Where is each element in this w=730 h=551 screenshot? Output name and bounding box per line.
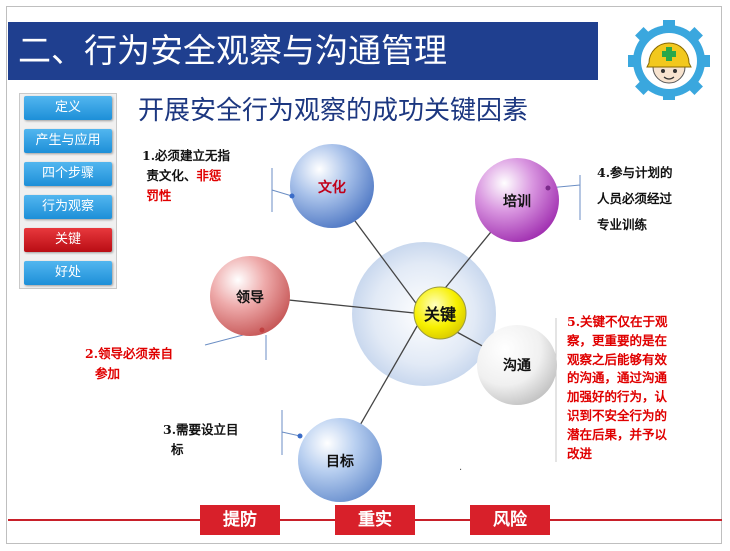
- label-culture: 文化: [318, 179, 346, 196]
- dot-leadership: [259, 327, 265, 333]
- annotation-1: 1.必须建立无指 责文化、非惩 罚性: [142, 146, 230, 206]
- annotation-5-line5: 加强好的行为，认: [567, 389, 668, 405]
- annotation-5-line1: 5.关键不仅在于观: [567, 314, 668, 329]
- annotation-5-line6: 识到不安全行为的: [567, 407, 668, 423]
- nav-item-key[interactable]: 关键: [24, 228, 112, 252]
- footer-button-emphasize[interactable]: 重实: [335, 505, 415, 535]
- annotation-1-line2: 责文化、非惩: [142, 166, 230, 186]
- node-goal: [298, 418, 382, 502]
- annotation-4-line2: 人员必须经过: [597, 191, 673, 206]
- node-culture: [290, 144, 374, 228]
- nav-item-definition[interactable]: 定义: [24, 96, 112, 120]
- annotation-5-line4: 的沟通，通过沟通: [567, 370, 668, 386]
- dot-culture: [289, 193, 295, 199]
- page-title: 二、行为安全观察与沟通管理: [8, 22, 598, 80]
- label-leadership: 领导: [236, 289, 264, 306]
- footer-button-risk[interactable]: 风险: [470, 505, 550, 535]
- annotation-5-line7: 潜在后果，并予以: [567, 426, 668, 442]
- annotation-1-line2b: 非惩: [196, 168, 222, 183]
- annotation-4: 4.参与计划的 人员必须经过 专业训练: [597, 160, 673, 238]
- label-key: 关键: [424, 305, 456, 324]
- annotation-3: 3.需要设立目 标: [163, 420, 239, 460]
- bracket-a1: [271, 168, 293, 212]
- safety-helmet-logo: [628, 20, 710, 100]
- annotation-4-line3: 专业训练: [597, 217, 648, 232]
- annotation-1-line2a: 责文化、: [146, 168, 197, 183]
- node-key: [413, 286, 467, 340]
- annotation-3-line2: 标: [171, 442, 184, 457]
- nav-item-four-steps[interactable]: 四个步骤: [24, 162, 112, 186]
- annotation-4-line1: 4.参与计划的: [597, 165, 673, 180]
- slide-subtitle: 开展安全行为观察的成功关键因素: [138, 96, 529, 126]
- dot-goal: [297, 433, 303, 439]
- annotation-1-line3-text: 罚性: [146, 188, 172, 203]
- annotation-5-line2: 察，更重要的是在: [567, 332, 668, 348]
- annotation-3-line1: 3.需要设立目: [163, 422, 239, 437]
- node-leadership: [210, 256, 290, 336]
- label-training: 培训: [503, 193, 531, 210]
- annotation-2-line2: 参加: [95, 366, 121, 381]
- annotation-2: 2.领导必须亲自 参加: [85, 344, 173, 384]
- footer-button-prevent[interactable]: 提防: [200, 505, 280, 535]
- annotation-1-line1: 1.必须建立无指: [142, 148, 231, 163]
- node-training: [475, 158, 559, 242]
- annotation-1-line3: 罚性: [142, 186, 230, 206]
- side-nav: 定义 产生与应用 四个步骤 行为观察 关键 好处: [19, 93, 117, 289]
- nav-item-behavior-observation[interactable]: 行为观察: [24, 195, 112, 219]
- nav-item-benefits[interactable]: 好处: [24, 261, 112, 285]
- dot-training: [545, 185, 551, 191]
- annotation-5-line8: 改进: [567, 445, 593, 461]
- stray-dot: .: [459, 462, 463, 473]
- annotation-5-line3: 观察之后能够有效: [567, 351, 668, 367]
- annotation-5: 5.关键不仅在于观 察，更重要的是在 观察之后能够有效 的沟通，通过沟通 加强好…: [567, 313, 668, 463]
- label-communication: 沟通: [503, 357, 531, 374]
- bracket-a3: [281, 410, 301, 455]
- label-goal: 目标: [326, 453, 354, 470]
- annotation-2-line1: 2.领导必须亲自: [85, 346, 174, 361]
- nav-item-origin[interactable]: 产生与应用: [24, 129, 112, 153]
- node-communication: [477, 325, 557, 405]
- slide-frame: [6, 6, 722, 544]
